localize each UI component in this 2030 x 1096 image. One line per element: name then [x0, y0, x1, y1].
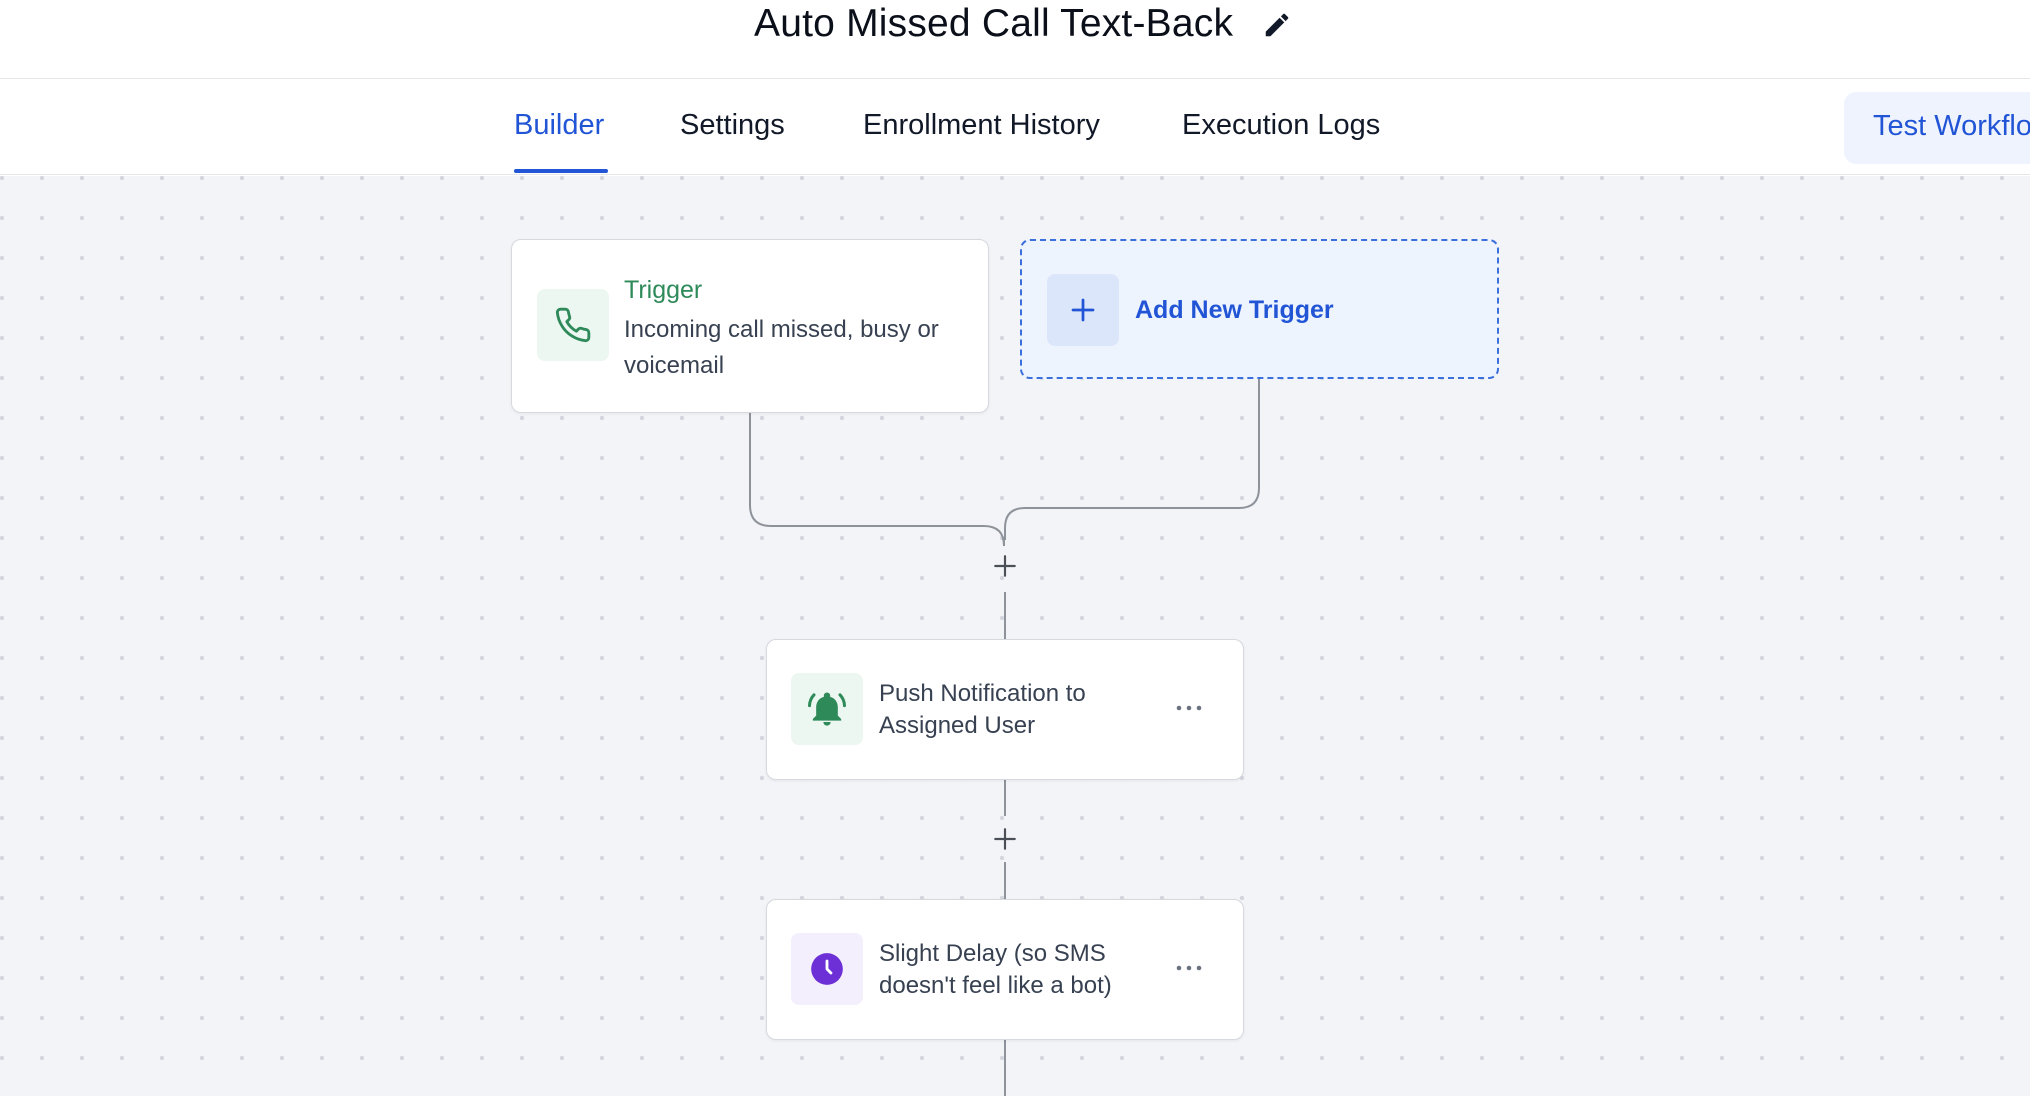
test-workflow-button[interactable]: Test Workflow: [1844, 92, 2030, 164]
more-options-button[interactable]: [1169, 956, 1209, 980]
tab-execution-logs[interactable]: Execution Logs: [1182, 109, 1381, 141]
tab-settings[interactable]: Settings: [680, 109, 785, 141]
more-options-button[interactable]: [1169, 696, 1209, 720]
workflow-title: Auto Missed Call Text-Back: [754, 2, 1234, 45]
tab-builder[interactable]: Builder: [514, 109, 605, 141]
pencil-icon[interactable]: [1262, 10, 1292, 40]
tabs-bar: Builder Settings Enrollment History Exec…: [0, 79, 2030, 175]
tab-enrollment-history[interactable]: Enrollment History: [863, 109, 1100, 141]
add-step-button[interactable]: [989, 550, 1021, 582]
add-new-trigger-label: Add New Trigger: [1135, 296, 1334, 324]
action-card-push-notification[interactable]: Push Notification to Assigned User: [766, 639, 1244, 780]
trigger-description: Incoming call missed, busy or voicemail: [624, 316, 939, 379]
action-icon-box: [791, 933, 863, 1005]
phone-icon: [555, 307, 591, 343]
add-new-trigger-button[interactable]: Add New Trigger: [1020, 239, 1499, 379]
action-card-slight-delay[interactable]: Slight Delay (so SMS doesn't feel like a…: [766, 899, 1244, 1040]
plus-icon: [1071, 298, 1095, 322]
trigger-icon-box: [537, 289, 609, 361]
plus-icon: [994, 828, 1016, 850]
bell-icon: [808, 692, 846, 726]
plus-icon: [994, 555, 1016, 577]
action-icon-box: [791, 673, 863, 745]
active-tab-indicator: [514, 169, 608, 173]
ellipsis-icon: [1176, 965, 1202, 971]
add-trigger-icon-box: [1047, 274, 1119, 346]
ellipsis-icon: [1176, 705, 1202, 711]
action-label: Push Notification to Assigned User: [879, 680, 1086, 739]
action-label: Slight Delay (so SMS doesn't feel like a…: [879, 940, 1112, 999]
title-bar: Auto Missed Call Text-Back: [0, 0, 2030, 79]
trigger-label: Trigger: [624, 276, 703, 304]
trigger-card[interactable]: Trigger Incoming call missed, busy or vo…: [511, 239, 989, 413]
clock-icon: [811, 953, 843, 985]
add-step-button[interactable]: [989, 823, 1021, 855]
